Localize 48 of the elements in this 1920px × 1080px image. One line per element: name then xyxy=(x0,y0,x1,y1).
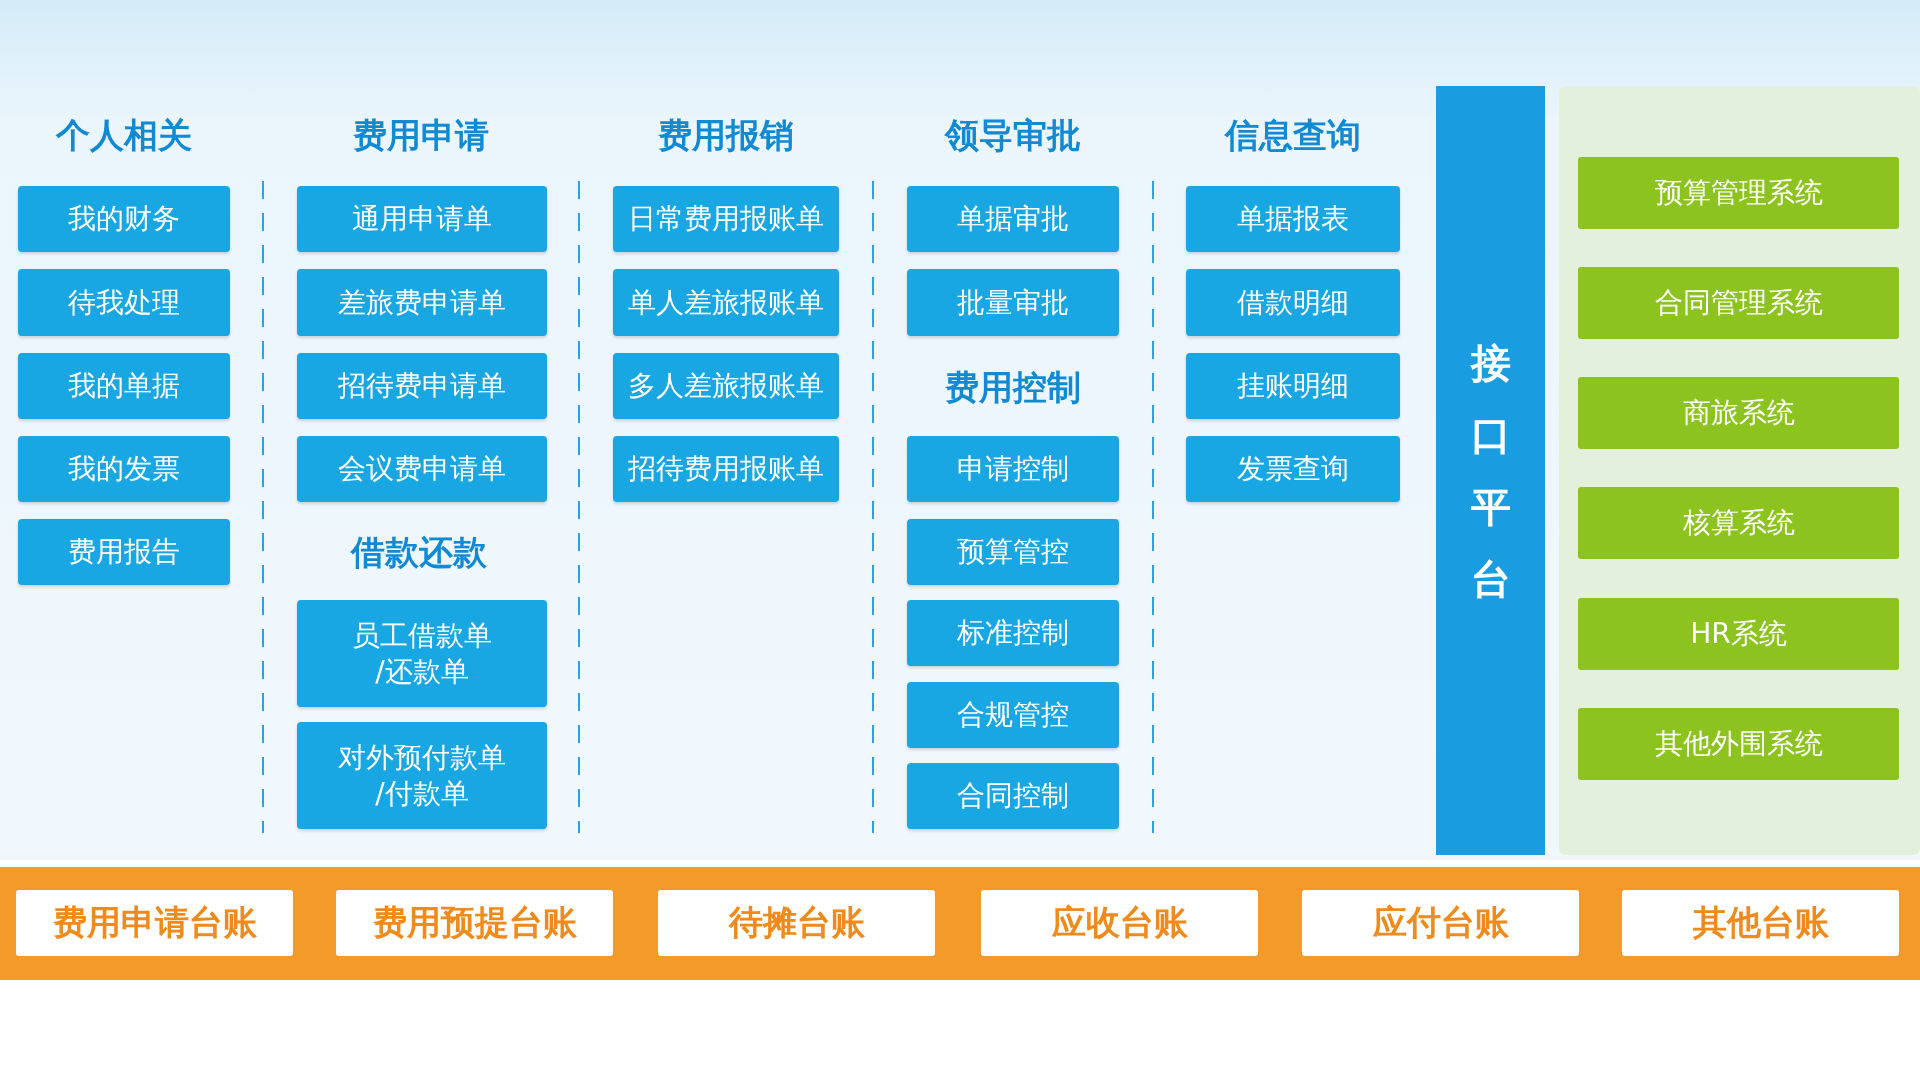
module-box: 单据报表 xyxy=(1186,186,1400,252)
column-heading: 借款还款 xyxy=(351,531,487,574)
column-heading: 领导审批 xyxy=(945,114,1081,157)
module-box: 标准控制 xyxy=(907,600,1119,666)
system-box: 核算系统 xyxy=(1578,487,1899,559)
system-panel xyxy=(1559,86,1920,855)
module-box: 我的财务 xyxy=(18,186,230,252)
module-box: 费用报告 xyxy=(18,519,230,585)
ledger-box: 应付台账 xyxy=(1302,890,1579,956)
system-box: 合同管理系统 xyxy=(1578,267,1899,339)
module-box: 员工借款单/还款单 xyxy=(297,600,547,707)
system-box: 预算管理系统 xyxy=(1578,157,1899,229)
ledger-box: 费用申请台账 xyxy=(16,890,293,956)
module-box: 申请控制 xyxy=(907,436,1119,502)
column-heading: 费用申请 xyxy=(353,114,489,157)
module-box: 合规管控 xyxy=(907,682,1119,748)
module-box: 招待费用报账单 xyxy=(613,436,839,502)
module-box: 预算管控 xyxy=(907,519,1119,585)
ledger-box: 应收台账 xyxy=(981,890,1258,956)
ledger-box: 其他台账 xyxy=(1622,890,1899,956)
module-box: 差旅费申请单 xyxy=(297,269,547,336)
ledger-box: 待摊台账 xyxy=(658,890,935,956)
module-box: 批量审批 xyxy=(907,269,1119,336)
module-box: 通用申请单 xyxy=(297,186,547,252)
module-box: 对外预付款单/付款单 xyxy=(297,722,547,829)
system-box: 其他外围系统 xyxy=(1578,708,1899,780)
module-box: 单据审批 xyxy=(907,186,1119,252)
module-box: 发票查询 xyxy=(1186,436,1400,502)
module-box: 多人差旅报账单 xyxy=(613,353,839,419)
module-box: 单人差旅报账单 xyxy=(613,269,839,336)
module-box: 借款明细 xyxy=(1186,269,1400,336)
module-box: 合同控制 xyxy=(907,763,1119,829)
column-heading: 个人相关 xyxy=(56,114,192,157)
interface-bar: 接口平台 xyxy=(1436,86,1545,855)
module-box: 招待费申请单 xyxy=(297,353,547,419)
module-box: 日常费用报账单 xyxy=(613,186,839,252)
column-heading: 信息查询 xyxy=(1225,114,1361,157)
module-box: 挂账明细 xyxy=(1186,353,1400,419)
system-box: 商旅系统 xyxy=(1578,377,1899,449)
module-box: 我的发票 xyxy=(18,436,230,502)
module-box: 我的单据 xyxy=(18,353,230,419)
system-box: HR系统 xyxy=(1578,598,1899,670)
module-box: 待我处理 xyxy=(18,269,230,336)
column-heading: 费用报销 xyxy=(658,114,794,157)
module-box: 会议费申请单 xyxy=(297,436,547,502)
ledger-band xyxy=(0,867,1920,980)
column-heading: 费用控制 xyxy=(945,366,1081,409)
ledger-box: 费用预提台账 xyxy=(336,890,613,956)
